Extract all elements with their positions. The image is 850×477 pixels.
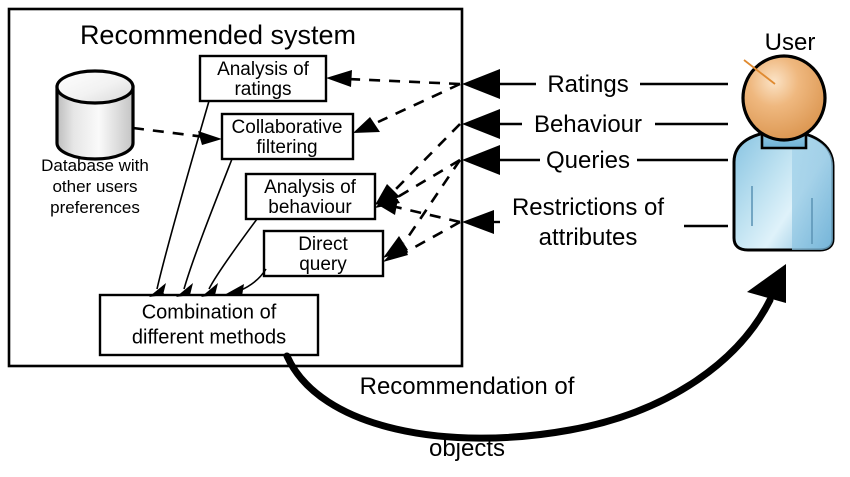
node-analysis-of-ratings-line-1: Analysis of: [217, 59, 310, 80]
channel-ratings-label: Ratings: [547, 71, 628, 98]
node-direct-query-line-2: query: [299, 254, 347, 275]
database-caption-line-3: preferences: [50, 198, 140, 217]
edge-restrictions-channel-to-behaviour: [375, 199, 461, 224]
edge-collaborative-to-combination: [176, 158, 233, 297]
node-direct-query-line-1: Direct: [298, 234, 348, 255]
channel-restrictions-label-line-2: attributes: [539, 224, 638, 251]
node-analysis-of-behaviour-line-1: Analysis of: [264, 177, 357, 198]
channel-behaviour: Behaviour: [462, 109, 728, 139]
user-person-icon[interactable]: [732, 54, 835, 252]
channel-ratings: Ratings: [462, 69, 728, 99]
edge-ratings-to-combination: [149, 100, 210, 297]
channel-behaviour-label: Behaviour: [534, 111, 642, 138]
user-pointer-line: [743, 59, 776, 85]
channel-queries-label: Queries: [546, 147, 630, 174]
node-analysis-of-ratings-line-2: ratings: [234, 79, 291, 100]
database-caption-line-2: other users: [52, 177, 137, 196]
user-label: User: [765, 29, 816, 56]
system-title: Recommended system: [80, 20, 356, 50]
edge-direct-query-to-combination: [226, 268, 267, 296]
recommendation-arrow: [283, 264, 786, 442]
node-collaborative-filtering[interactable]: [220, 112, 355, 161]
node-combination[interactable]: [98, 293, 320, 357]
edge-restrictions-to-direct-query: [383, 220, 461, 262]
node-collaborative-filtering-line-1: Collaborative: [232, 117, 343, 138]
edge-behaviour-to-combination: [201, 218, 258, 297]
edge-behaviour-channel-to-collaborative: [353, 82, 461, 133]
edge-ratings-channel-to-analysis: [326, 70, 461, 87]
edge-database-to-collaborative: [132, 126, 222, 145]
node-combination-line-2: different methods: [132, 326, 286, 348]
database-cylinder-icon: [55, 69, 135, 161]
channel-queries: Queries: [462, 145, 728, 175]
node-analysis-of-ratings[interactable]: [198, 54, 328, 103]
database-caption-line-1: Database with: [41, 156, 149, 175]
recommendation-label-line-2: objects: [429, 435, 505, 462]
channel-restrictions-label-line-1: Restrictions of: [512, 194, 664, 221]
recommendation-label-line-1: Recommendation of: [360, 373, 575, 400]
node-direct-query[interactable]: [262, 229, 385, 278]
node-collaborative-filtering-line-2: filtering: [256, 137, 317, 158]
node-analysis-of-behaviour[interactable]: [244, 172, 377, 221]
channel-restrictions: Restrictions of attributes: [462, 194, 728, 251]
node-combination-line-1: Combination of: [142, 301, 277, 323]
node-analysis-of-behaviour-line-2: behaviour: [268, 197, 352, 218]
